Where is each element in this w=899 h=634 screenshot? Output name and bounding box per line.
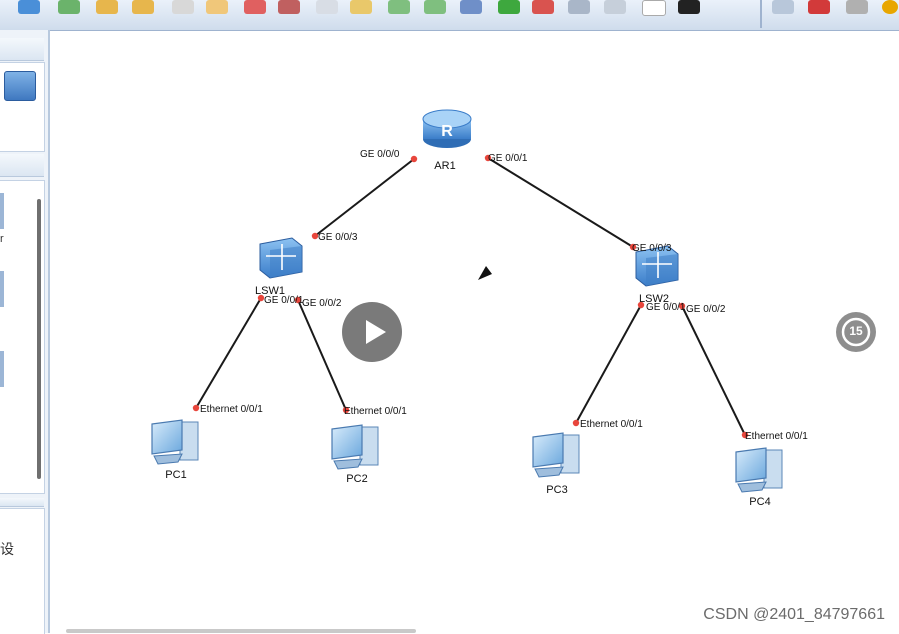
port-label: Ethernet 0/0/1 <box>580 419 643 430</box>
description-panel: 设 <box>0 508 45 634</box>
port-label: GE 0/0/1 <box>646 302 686 313</box>
save-icon[interactable] <box>18 0 40 14</box>
port-indicator <box>342 406 350 414</box>
play-button[interactable] <box>342 302 402 362</box>
device-label-pc3: PC3 <box>546 484 567 496</box>
device-sidebar: r 设 <box>0 30 50 634</box>
sidebar-header-bottom <box>0 498 44 507</box>
topology-icon[interactable] <box>460 0 482 14</box>
capture-icon[interactable] <box>568 0 590 14</box>
link-lsw1-pc2[interactable] <box>297 299 347 411</box>
port-indicator <box>741 431 749 439</box>
port-indicator <box>192 404 200 412</box>
port-indicator <box>294 296 302 304</box>
port-indicator <box>311 232 319 240</box>
toolbar <box>0 0 899 31</box>
device-label-ar1: AR1 <box>434 160 455 172</box>
port-label: GE 0/0/2 <box>302 298 342 309</box>
forward-15-icon <box>841 317 871 347</box>
switch-icon[interactable] <box>635 245 679 287</box>
hand-icon[interactable] <box>206 0 228 14</box>
stop-icon[interactable] <box>532 0 554 14</box>
device-label-pc4: PC4 <box>749 496 770 508</box>
port-label: GE 0/0/1 <box>264 295 304 306</box>
port-label: Ethernet 0/0/1 <box>200 404 263 415</box>
fullscreen-icon[interactable] <box>642 0 666 16</box>
gear-icon[interactable] <box>846 0 868 14</box>
sidebar-header-top <box>0 38 44 61</box>
help-icon[interactable] <box>882 0 898 14</box>
device-category-icon[interactable] <box>4 71 36 101</box>
device-label-pc2: PC2 <box>346 473 367 485</box>
switch-icon[interactable] <box>259 237 303 279</box>
select-icon[interactable] <box>172 0 194 14</box>
pc-icon[interactable] <box>735 447 783 493</box>
device-category-panel <box>0 62 45 152</box>
pc-icon[interactable] <box>532 432 580 478</box>
port-label: Ethernet 0/0/1 <box>344 406 407 417</box>
settings-icon[interactable] <box>604 0 626 14</box>
toolbar-divider <box>760 0 762 28</box>
device-label-lsw2: LSW2 <box>639 293 669 305</box>
text-icon[interactable] <box>316 0 338 14</box>
port-indicator <box>257 294 265 302</box>
description-text: 设 <box>0 542 14 558</box>
forward-15-button[interactable]: 15 <box>836 312 876 352</box>
sidebar-scrollbar[interactable] <box>37 199 41 479</box>
link-ar1-lsw2[interactable] <box>487 157 634 248</box>
port-label: GE 0/0/1 <box>488 153 528 164</box>
link-lsw2-pc4[interactable] <box>681 305 746 436</box>
port-label: GE 0/0/2 <box>686 304 726 315</box>
redo-icon[interactable] <box>132 0 154 14</box>
device-list-panel: r <box>0 180 45 494</box>
svg-text:R: R <box>441 123 453 140</box>
watermark: CSDN @2401_84797661 <box>703 606 885 623</box>
terminal-icon[interactable] <box>678 0 700 14</box>
sidebar-header-middle <box>0 154 44 177</box>
link-ar1-lsw1[interactable] <box>314 158 415 237</box>
topology-canvas[interactable]: R GE 0/0/0 GE 0/0/3 GE 0/0/1 GE 0/0/3 GE 0/0… <box>50 32 899 633</box>
undo-icon[interactable] <box>96 0 118 14</box>
print-icon[interactable] <box>58 0 80 14</box>
mouse-cursor-icon <box>478 266 492 280</box>
topology-diagram: R GE 0/0/0 GE 0/0/3 GE 0/0/1 GE 0/0/3 GE 0/0… <box>151 109 808 508</box>
zoom-out-icon[interactable] <box>424 0 446 14</box>
pc-icon[interactable] <box>151 419 199 465</box>
play-icon <box>366 320 386 344</box>
horizontal-scrollbar[interactable] <box>66 629 416 633</box>
link-lsw1-pc1[interactable] <box>195 297 262 409</box>
huawei-icon[interactable] <box>808 0 830 14</box>
link-lsw2-pc3[interactable] <box>575 304 642 424</box>
pc-icon[interactable] <box>331 424 379 470</box>
port-indicator <box>637 301 645 309</box>
port-label: GE 0/0/3 <box>632 243 672 254</box>
device-label-lsw1: LSW1 <box>255 285 285 297</box>
start-icon[interactable] <box>498 0 520 14</box>
port-indicator <box>484 154 492 162</box>
device-item-label: r <box>0 233 4 245</box>
port-label: Ethernet 0/0/1 <box>745 431 808 442</box>
port-indicator <box>678 302 686 310</box>
chat-icon[interactable] <box>772 0 794 14</box>
port-indicator <box>410 155 418 163</box>
port-label: GE 0/0/3 <box>318 232 358 243</box>
device-item-icon[interactable] <box>0 271 4 307</box>
port-indicator <box>572 419 580 427</box>
device-item-icon[interactable] <box>0 193 4 229</box>
port-label: GE 0/0/0 <box>360 149 400 160</box>
device-label-pc1: PC1 <box>165 469 186 481</box>
delete-link-icon[interactable] <box>278 0 300 14</box>
router-icon[interactable]: R <box>422 109 472 148</box>
zoom-in-icon[interactable] <box>388 0 410 14</box>
port-indicator <box>629 243 637 251</box>
delete-icon[interactable] <box>244 0 266 14</box>
device-item-icon[interactable] <box>0 351 4 387</box>
forward-15-label: 15 <box>849 324 863 338</box>
palette-icon[interactable] <box>350 0 372 14</box>
